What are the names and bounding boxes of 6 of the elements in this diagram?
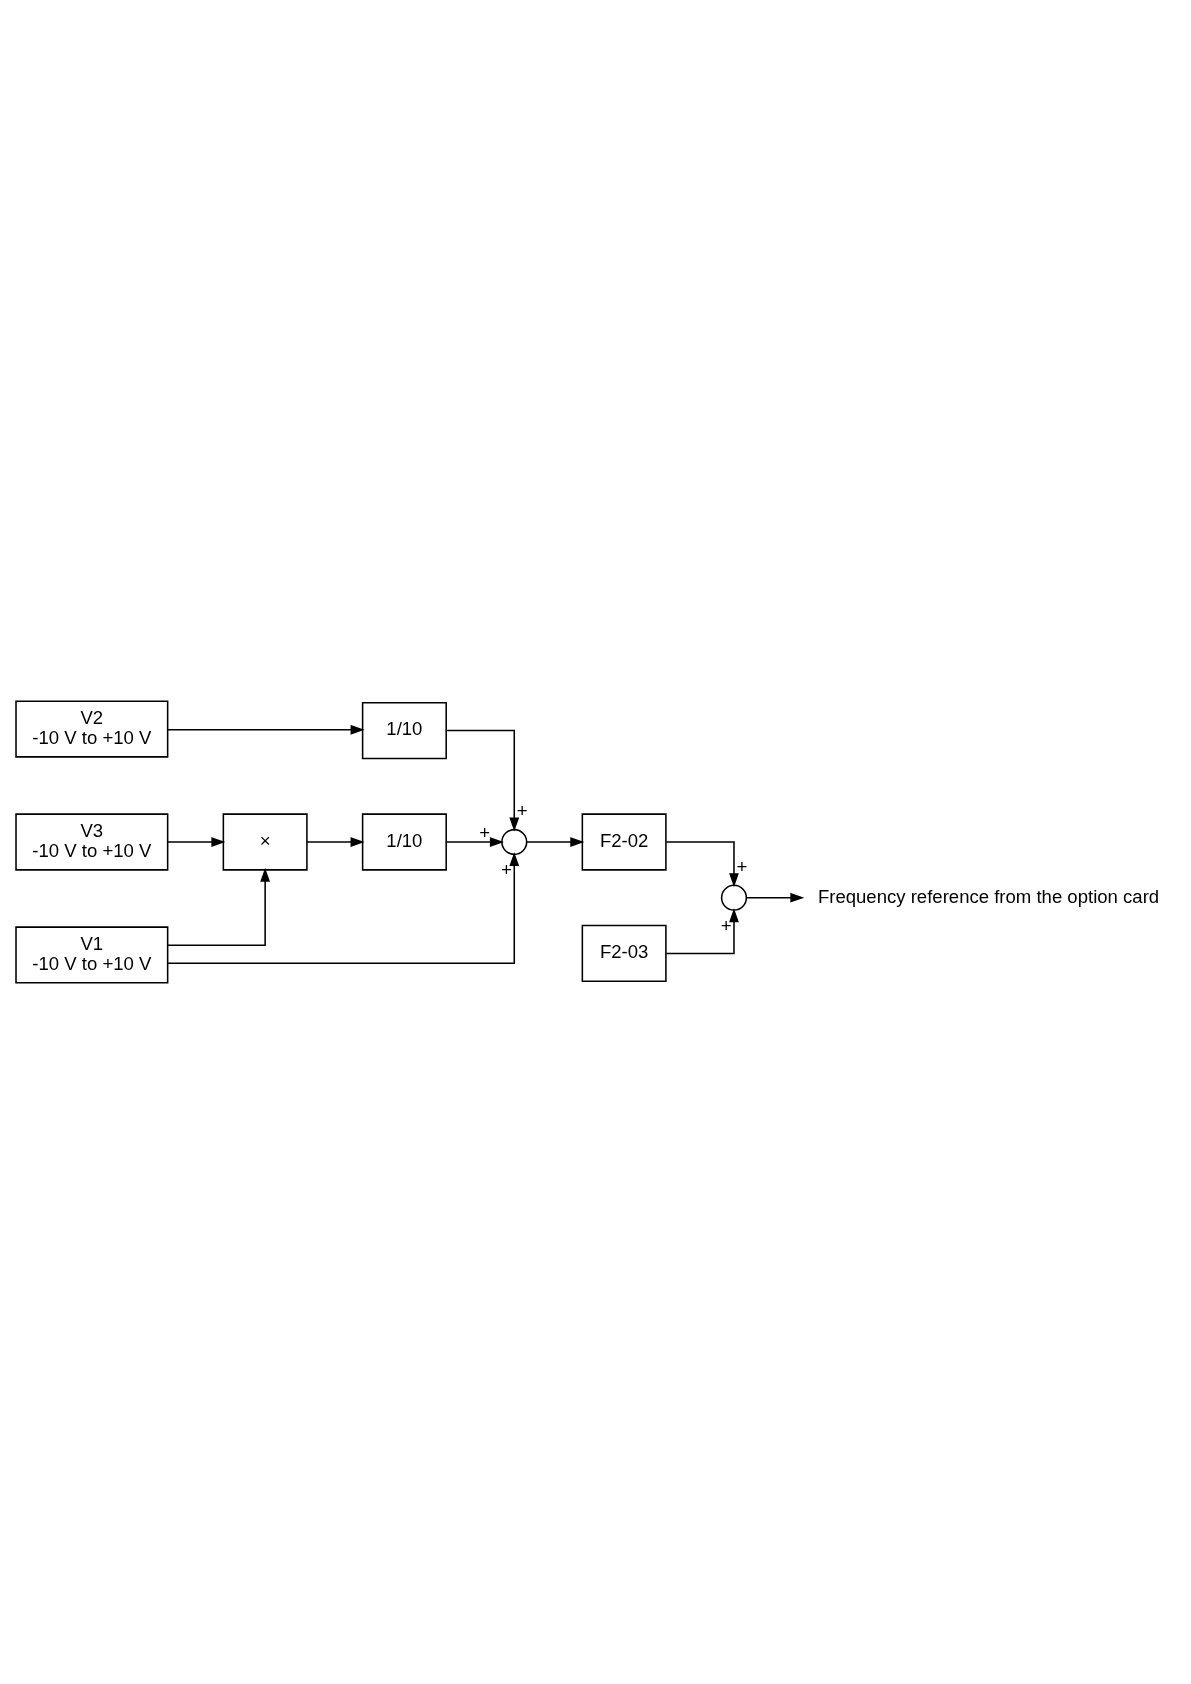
edge-label: + [736,855,748,877]
edge-label: + [501,859,512,881]
edge-label: + [720,915,732,937]
edge-label: + [516,800,528,822]
node-text: Frequency reference from the option card [817,885,1160,907]
edge-label: + [479,821,491,843]
